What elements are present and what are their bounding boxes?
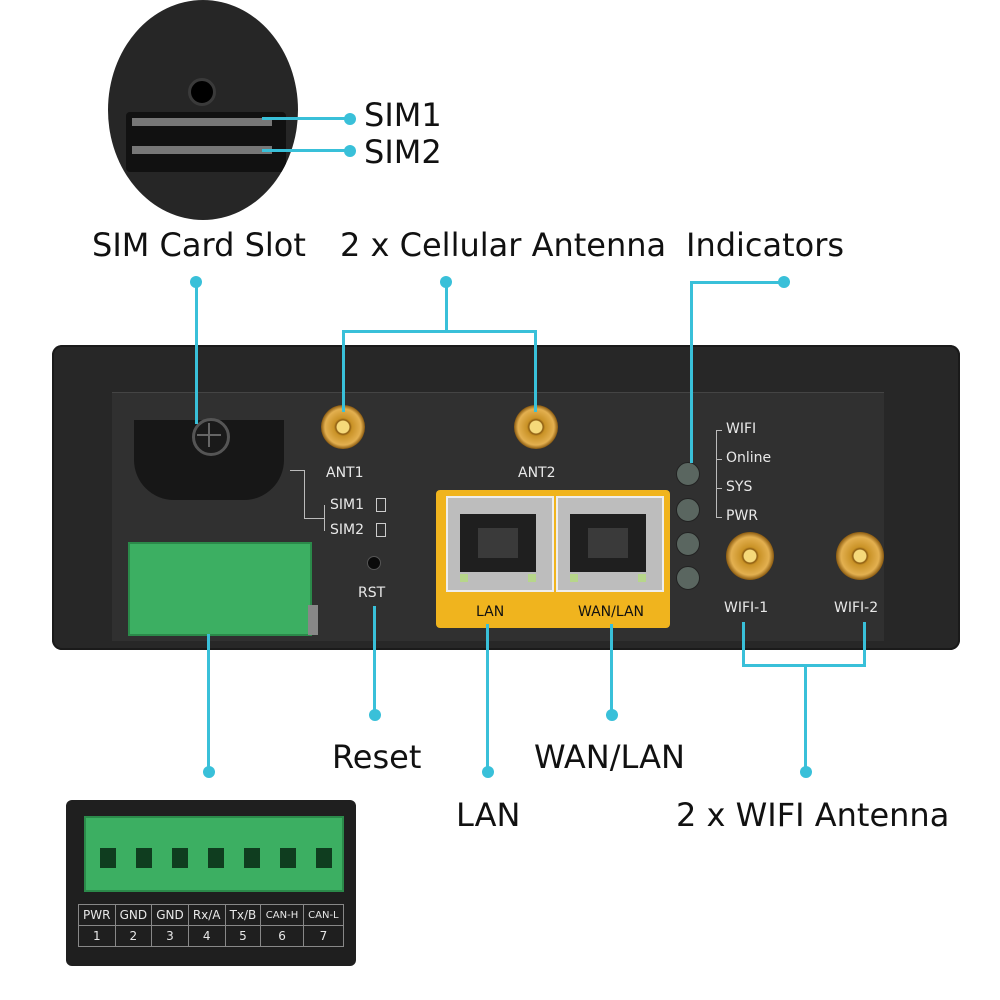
sim-card-slot-callout: SIM Card Slot <box>92 226 306 264</box>
sim2-label: SIM2 <box>330 522 365 538</box>
lan-callout: LAN <box>456 796 521 834</box>
indicators-callout: Indicators <box>686 226 845 264</box>
ant1-connector[interactable] <box>321 405 365 449</box>
indicator-label-online: Online <box>726 450 772 466</box>
screw-hole-icon <box>188 78 216 106</box>
rst-label: RST <box>358 585 386 601</box>
pin-number: 4 <box>187 925 226 947</box>
terminal-closeup: PWR GND GND Rx/A Tx/B CAN-H CAN-L 1 2 3 … <box>66 800 356 966</box>
pin-header: GND <box>114 904 153 926</box>
pin-number: 3 <box>151 925 189 947</box>
lan-port-label: LAN <box>476 604 505 620</box>
screw-icon <box>192 418 230 456</box>
table-row: 1 2 3 4 5 6 7 <box>78 925 345 947</box>
sim1-label: SIM1 <box>330 497 365 513</box>
sim2-card-icon <box>376 523 386 537</box>
sim2-slot <box>132 146 272 154</box>
reset-callout: Reset <box>332 738 422 776</box>
wifi-antenna-callout: 2 x WIFI Antenna <box>676 796 950 834</box>
pin-number: 7 <box>302 925 345 947</box>
indicator-label-sys: SYS <box>726 479 753 495</box>
sim1-callout: SIM1 <box>364 96 442 134</box>
pin-number: 2 <box>114 925 153 947</box>
led-sys <box>676 532 700 556</box>
pin-header: PWR <box>78 904 116 926</box>
pin-number: 6 <box>260 925 304 947</box>
pin-header: CAN-L <box>302 904 345 926</box>
sim-slot-closeup <box>108 0 298 220</box>
led-pwr <box>676 566 700 590</box>
pin-header: Rx/A <box>187 904 226 926</box>
table-row: PWR GND GND Rx/A Tx/B CAN-H CAN-L <box>78 904 345 926</box>
pin-header: Tx/B <box>224 904 262 926</box>
ant2-label: ANT2 <box>518 465 556 481</box>
wifi2-label: WIFI-2 <box>834 600 879 616</box>
indicator-label-wifi: WIFI <box>726 421 757 437</box>
wifi2-connector[interactable] <box>836 532 884 580</box>
indicator-label-pwr: PWR <box>726 508 759 524</box>
pin-number: 5 <box>224 925 262 947</box>
cellular-antenna-callout: 2 x Cellular Antenna <box>340 226 667 264</box>
terminal-block <box>128 542 312 636</box>
wifi1-connector[interactable] <box>726 532 774 580</box>
reset-hole[interactable] <box>367 556 381 570</box>
ant2-connector[interactable] <box>514 405 558 449</box>
pin-number: 1 <box>78 925 116 947</box>
lan-port[interactable] <box>446 496 554 592</box>
led-wifi <box>676 462 700 486</box>
wan-lan-callout: WAN/LAN <box>534 738 685 776</box>
wan-lan-port-label: WAN/LAN <box>578 604 645 620</box>
sim2-callout: SIM2 <box>364 133 442 171</box>
ant1-label: ANT1 <box>326 465 364 481</box>
sim1-card-icon <box>376 498 386 512</box>
wifi1-label: WIFI-1 <box>724 600 769 616</box>
terminal-pin-table: PWR GND GND Rx/A Tx/B CAN-H CAN-L 1 2 3 … <box>78 904 345 947</box>
wan-lan-port[interactable] <box>556 496 664 592</box>
sim1-slot <box>132 118 272 126</box>
terminal-green-connector <box>84 816 344 892</box>
led-online <box>676 498 700 522</box>
pin-header: CAN-H <box>260 904 304 926</box>
pin-header: GND <box>151 904 189 926</box>
